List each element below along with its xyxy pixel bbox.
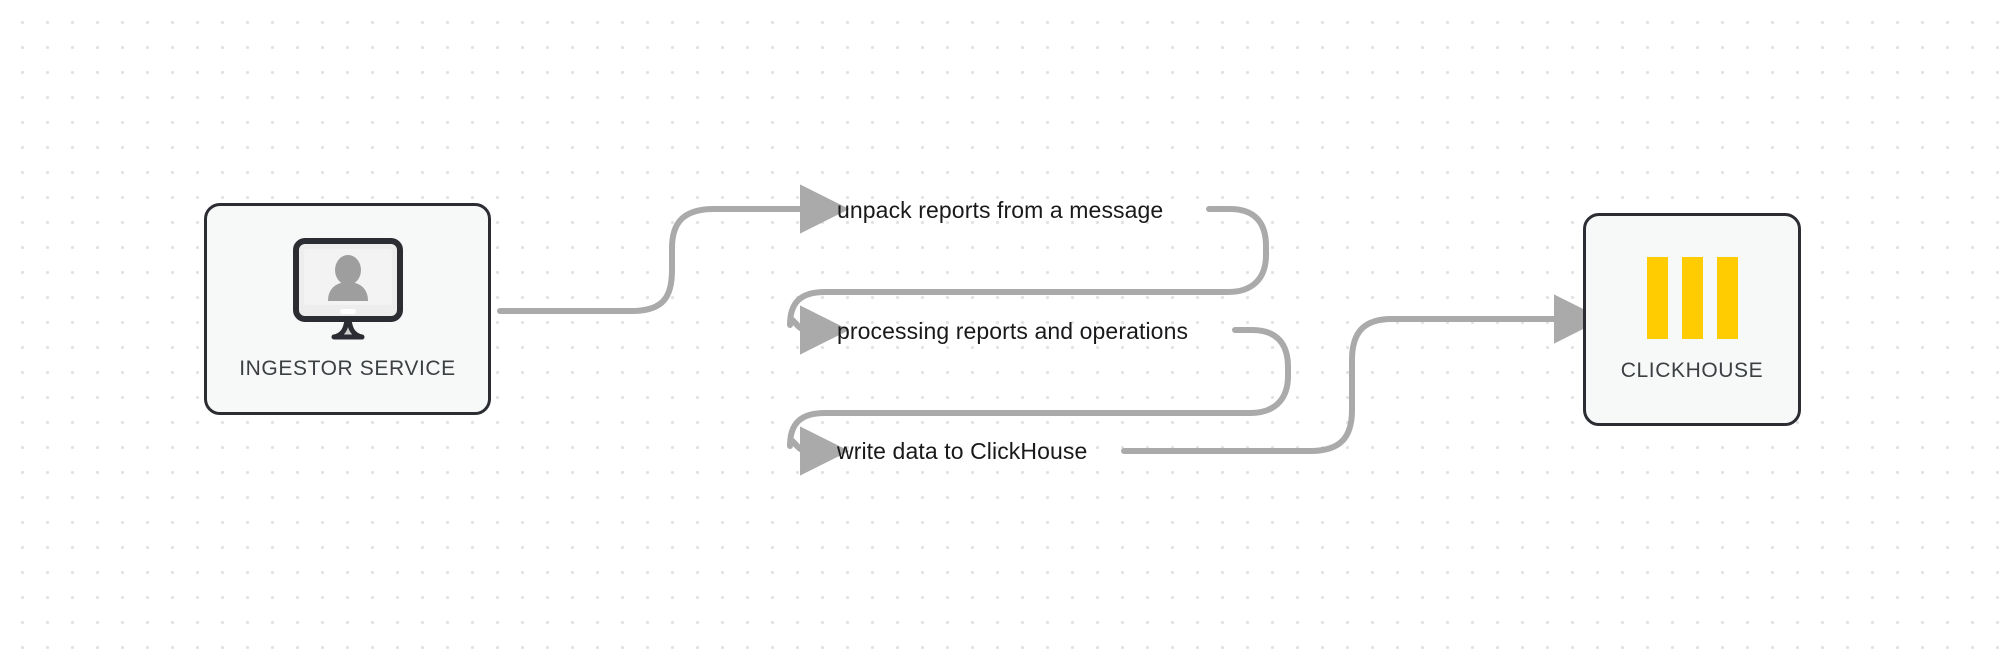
node-clickhouse[interactable]: CLICKHOUSE [1583,213,1801,426]
edge-label-processing-reports: processing reports and operations [837,318,1189,344]
clickhouse-bar-3 [1716,256,1738,339]
node-label-ingestor-service: INGESTOR SERVICE [239,357,456,380]
edge-label-unpack-reports: unpack reports from a message [837,197,1164,223]
edge-label-write-data: write data to ClickHouse [837,438,1088,464]
connector-ingestor-to-unpack [497,184,850,314]
connector-write-to-clickhouse [1121,294,1604,454]
connector-unpack-to-processing [787,206,1269,355]
monitor-user-icon [290,237,406,341]
clickhouse-bars-icon [1646,256,1738,339]
connector-processing-to-write [787,327,1291,476]
node-label-clickhouse: CLICKHOUSE [1620,358,1764,382]
clickhouse-bar-1 [1646,256,1668,339]
clickhouse-bar-2 [1681,256,1703,339]
node-ingestor-service[interactable]: INGESTOR SERVICE [204,203,491,415]
